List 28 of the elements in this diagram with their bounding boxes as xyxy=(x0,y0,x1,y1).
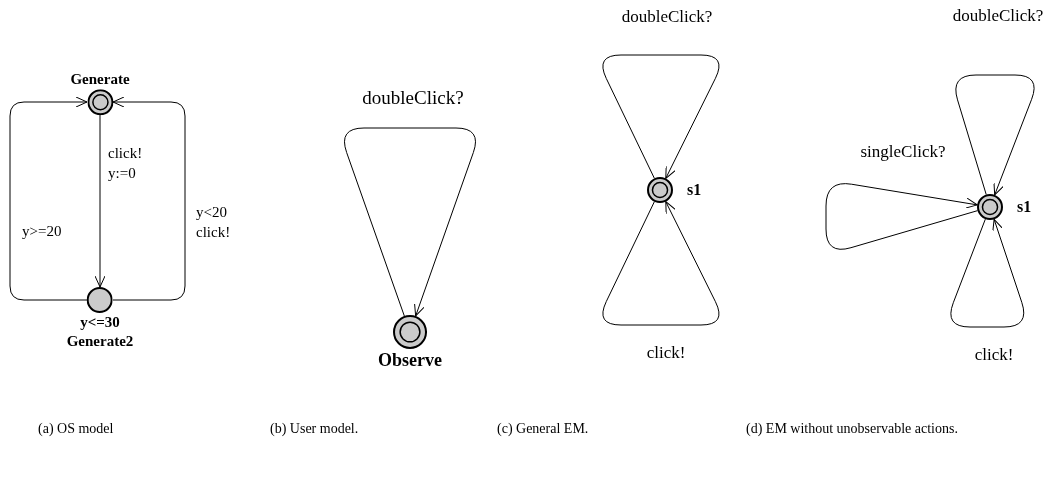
edge-label: y<20 click! xyxy=(196,203,232,242)
state-label: Generate xyxy=(70,70,130,89)
edge-label: click! xyxy=(973,344,1015,366)
transition-arrow xyxy=(950,218,1025,328)
subfigure-caption: (d) EM without unobservable actions. xyxy=(746,420,959,438)
edge-label: doubleClick? xyxy=(951,5,1045,27)
subfigure-caption: (a) OS model xyxy=(38,420,115,438)
transition-arrow xyxy=(955,74,1035,196)
state-label: Generate2 xyxy=(66,331,134,351)
edge-label: singleClick? xyxy=(859,141,947,163)
transition-arrow xyxy=(602,201,720,326)
transition-arrow xyxy=(825,183,978,250)
state-label: s1 xyxy=(687,180,702,200)
transition-arrow xyxy=(9,96,88,301)
state-label: Observe xyxy=(378,349,442,372)
transition-arrow xyxy=(94,114,106,288)
edge-label: click! y:=0 xyxy=(108,144,144,183)
state-label: s1 xyxy=(1017,197,1032,217)
edge-label: y>=20 xyxy=(22,222,63,241)
edge-label: doubleClick? xyxy=(620,6,714,28)
state-label: y<=30 xyxy=(80,313,120,332)
subfigure-caption: (c) General EM. xyxy=(497,420,590,438)
edge-label: doubleClick? xyxy=(361,86,465,110)
transition-arrow xyxy=(602,54,720,179)
edge-label: click! xyxy=(645,342,687,364)
subfigure-caption: (b) User model. xyxy=(270,420,360,438)
transition-arrow xyxy=(344,127,476,317)
transition-arrow xyxy=(112,96,186,301)
